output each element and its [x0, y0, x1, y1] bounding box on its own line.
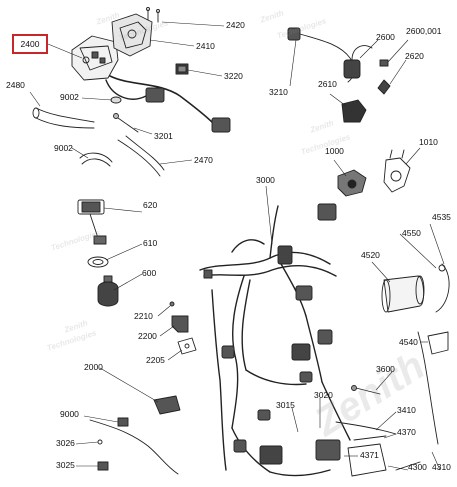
- harness-connectors: [203, 203, 341, 465]
- callout-4371[interactable]: 4371: [360, 450, 379, 460]
- relay-1010: [383, 149, 411, 193]
- sleeve-2480: [32, 107, 95, 129]
- callout-3025[interactable]: 3025: [56, 460, 75, 470]
- callout-2200[interactable]: 2200: [138, 331, 157, 341]
- callout-1010[interactable]: 1010: [419, 137, 438, 147]
- relay-1000: [337, 169, 367, 197]
- callout-2610[interactable]: 2610: [318, 79, 337, 89]
- callout-2205[interactable]: 2205: [146, 355, 165, 365]
- sensor-600: [97, 275, 119, 307]
- callout-3220[interactable]: 3220: [224, 71, 243, 81]
- callout-2210[interactable]: 2210: [134, 311, 153, 321]
- callout-2000[interactable]: 2000: [84, 362, 103, 372]
- highlighted-label: 2400: [20, 39, 40, 49]
- callout-4520[interactable]: 4520: [361, 250, 380, 260]
- screw-3600: [351, 385, 381, 395]
- callout-2420[interactable]: 2420: [226, 20, 245, 30]
- boot-2610: [341, 99, 367, 123]
- clip-3220: [175, 63, 189, 75]
- callout-3000[interactable]: 3000: [256, 175, 275, 185]
- callout-2600[interactable]: 2600: [376, 32, 395, 42]
- sleeve-2470: [117, 135, 165, 177]
- screw-3201: [113, 113, 139, 133]
- switch-housing-part: [71, 35, 119, 81]
- connector-3201: [145, 87, 231, 133]
- sensor-harness-2600: [287, 27, 389, 83]
- fastener-3026: [97, 439, 109, 471]
- callout-2600-001[interactable]: 2600,001: [406, 26, 442, 36]
- leader-lines: [29, 21, 445, 471]
- callout-4310[interactable]: 4310: [432, 462, 451, 472]
- ring-4550: [435, 263, 450, 313]
- switch-cover-part: [111, 7, 160, 57]
- callout-620[interactable]: 620: [143, 200, 158, 210]
- callout-9002[interactable]: 9002: [60, 92, 79, 102]
- callout-3020[interactable]: 3020: [314, 390, 333, 400]
- main-harness-3000: [199, 205, 351, 477]
- callout-9000[interactable]: 9000: [60, 409, 79, 419]
- callout-3410[interactable]: 3410: [397, 405, 416, 415]
- bracket-2200: [169, 301, 197, 355]
- plug-2620: [377, 79, 391, 95]
- callout-1000[interactable]: 1000: [325, 146, 344, 156]
- bracket-2000: [153, 395, 181, 415]
- callout-9002-lower[interactable]: 9002: [54, 143, 73, 153]
- callout-4540[interactable]: 4540: [399, 337, 418, 347]
- callout-4550[interactable]: 4550: [402, 228, 421, 238]
- callout-3600[interactable]: 3600: [376, 364, 395, 374]
- connector-620: [77, 199, 107, 245]
- callout-610[interactable]: 610: [143, 238, 158, 248]
- grommet-610: [87, 256, 109, 268]
- callout-2620[interactable]: 2620: [405, 51, 424, 61]
- callout-2480[interactable]: 2480: [6, 80, 25, 90]
- callout-600[interactable]: 600: [142, 268, 157, 278]
- battery-4520: [381, 275, 425, 313]
- callout-2470[interactable]: 2470: [194, 155, 213, 165]
- callout-3201[interactable]: 3201: [154, 131, 173, 141]
- callout-4535[interactable]: 4535: [432, 212, 451, 222]
- cover-4540: [427, 331, 449, 355]
- callout-4370[interactable]: 4370: [397, 427, 416, 437]
- callout-3026[interactable]: 3026: [56, 438, 75, 448]
- highlighted-part-number[interactable]: 2400: [12, 34, 48, 54]
- callout-3015[interactable]: 3015: [276, 400, 295, 410]
- cable-tie-9002: [79, 96, 122, 167]
- callout-4300[interactable]: 4300: [408, 462, 427, 472]
- callout-2410[interactable]: 2410: [196, 41, 215, 51]
- cable-3410: [335, 331, 439, 445]
- callout-3210[interactable]: 3210: [269, 87, 288, 97]
